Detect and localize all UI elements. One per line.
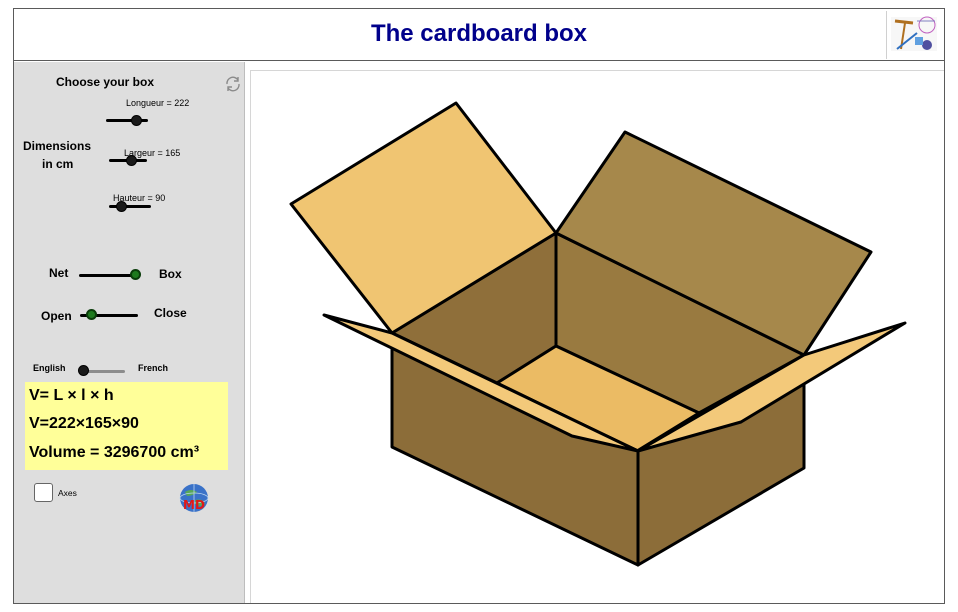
formula-line-1: V= L × l × h <box>29 387 114 404</box>
control-panel: Choose your box Longueur = 222 Dimension… <box>14 62 245 603</box>
volume-result: Volume = 3296700 cm³ <box>29 444 200 461</box>
page-title: The cardboard box <box>370 20 588 47</box>
net-box-handle[interactable] <box>130 269 141 280</box>
choose-box-label: Choose your box <box>56 75 155 89</box>
dimensions-label: Dimensions <box>23 139 92 153</box>
language-track[interactable] <box>80 370 125 373</box>
front-left-flap <box>322 313 640 453</box>
axes-checkbox[interactable] <box>34 483 53 502</box>
french-label: French <box>138 363 169 373</box>
front-right-flap <box>636 321 907 453</box>
language-handle[interactable] <box>78 365 89 376</box>
app-logo-icon <box>886 11 942 59</box>
open-close-track[interactable] <box>80 314 138 317</box>
dimensions-unit-label: in cm <box>42 157 74 171</box>
hauteur-slider-handle[interactable] <box>116 201 127 212</box>
largeur-slider-handle[interactable] <box>126 155 137 166</box>
longueur-label: Longueur = 222 <box>126 98 190 108</box>
back-left-flap <box>289 101 558 335</box>
open-label: Open <box>41 309 72 323</box>
longueur-slider-track[interactable] <box>106 119 148 122</box>
largeur-label: Largeur = 165 <box>124 148 181 158</box>
hauteur-label: Hauteur = 90 <box>113 193 166 203</box>
english-label: English <box>33 363 66 373</box>
back-right-flap <box>554 130 873 357</box>
close-label: Close <box>154 306 187 320</box>
svg-text:MD: MD <box>183 498 205 512</box>
axes-label: Axes <box>58 488 77 498</box>
net-box-track[interactable] <box>79 274 137 277</box>
app-frame: The cardboard box Choose your box Longue… <box>13 8 945 604</box>
box-label: Box <box>159 267 182 281</box>
header: The cardboard box <box>14 9 944 61</box>
longueur-slider-handle[interactable] <box>131 115 142 126</box>
refresh-icon[interactable] <box>224 75 242 93</box>
globe-logo-icon: MD <box>179 484 209 512</box>
volume-formula-panel: V= L × l × h V=222×165×90 Volume = 32967… <box>25 382 228 470</box>
open-close-handle[interactable] <box>86 309 97 320</box>
net-label: Net <box>49 266 69 280</box>
hauteur-slider-track[interactable] <box>109 205 151 208</box>
cardboard-box-drawing <box>289 101 907 567</box>
formula-line-2: V=222×165×90 <box>29 415 139 432</box>
graphics-view[interactable] <box>250 70 944 603</box>
